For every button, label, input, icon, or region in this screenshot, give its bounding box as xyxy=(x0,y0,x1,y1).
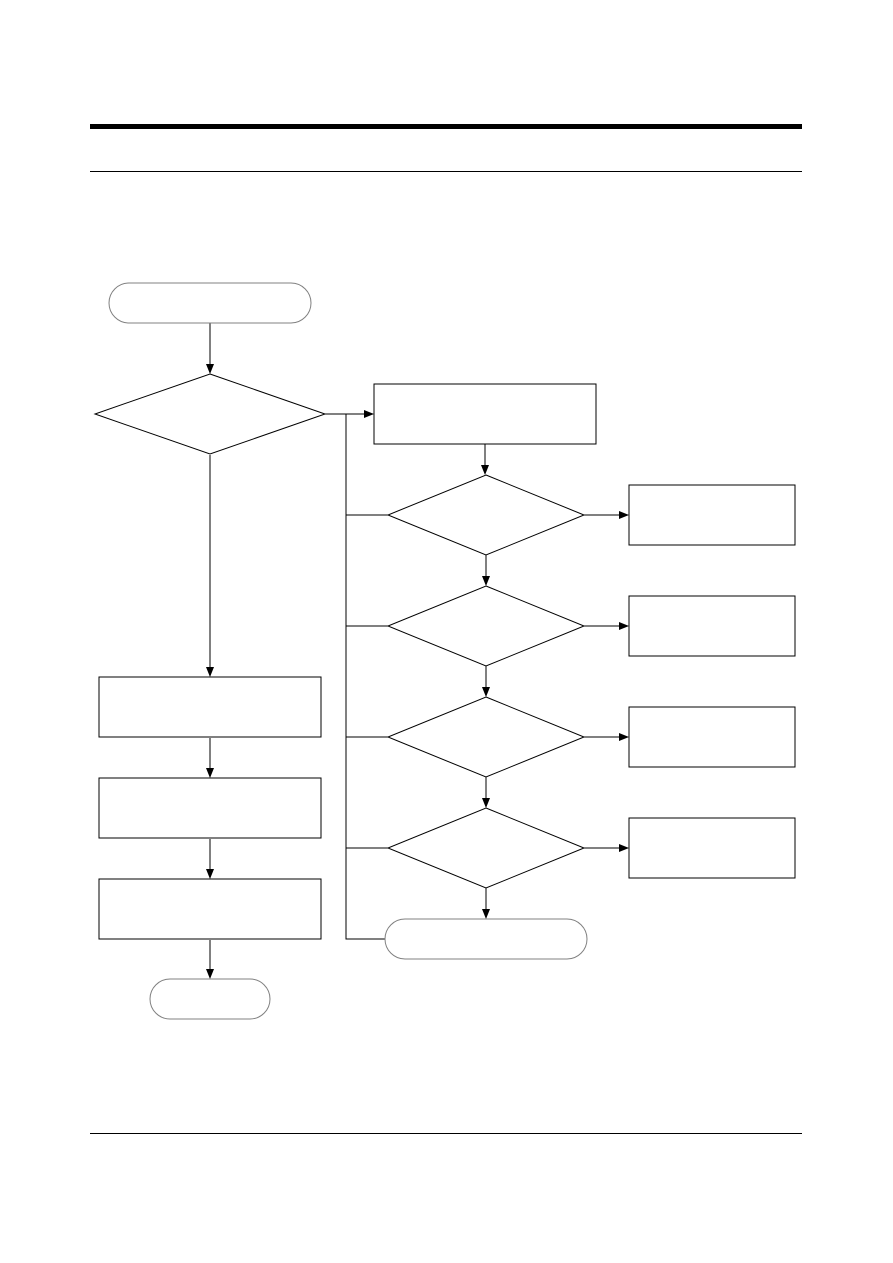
node-decision-1 xyxy=(386,474,586,556)
decision-diamond xyxy=(93,373,327,455)
node-process-left-3 xyxy=(98,878,322,940)
process-box xyxy=(628,595,796,657)
footer-rule xyxy=(90,1133,802,1134)
process-box xyxy=(373,383,597,445)
process-box xyxy=(98,878,322,940)
node-decision-main xyxy=(93,373,327,455)
process-box xyxy=(628,484,796,546)
process-box xyxy=(628,706,796,768)
decision-diamond xyxy=(386,474,586,556)
header-thin-rule xyxy=(90,171,802,172)
node-decision-3 xyxy=(386,696,586,778)
node-end-left xyxy=(149,978,271,1020)
process-box xyxy=(98,676,322,738)
flowchart-connectors xyxy=(206,323,629,979)
node-decision-2 xyxy=(386,585,586,667)
flowchart-nodes xyxy=(93,282,796,1020)
node-process-right-top xyxy=(373,383,597,445)
node-process-left-1 xyxy=(98,676,322,738)
connector-bus xyxy=(345,414,386,940)
node-process-left-2 xyxy=(98,777,322,839)
process-box xyxy=(98,777,322,839)
decision-diamond xyxy=(386,696,586,778)
process-box xyxy=(628,817,796,879)
node-result-1 xyxy=(628,484,796,546)
terminator-shape xyxy=(149,978,271,1020)
terminator-shape xyxy=(108,282,312,324)
node-result-3 xyxy=(628,706,796,768)
node-result-2 xyxy=(628,595,796,657)
decision-diamond xyxy=(386,585,586,667)
node-end-right xyxy=(384,918,588,960)
node-decision-4 xyxy=(386,807,586,889)
header-thick-rule xyxy=(90,124,802,129)
node-result-4 xyxy=(628,817,796,879)
node-start xyxy=(108,282,312,324)
decision-diamond xyxy=(386,807,586,889)
terminator-shape xyxy=(384,918,588,960)
